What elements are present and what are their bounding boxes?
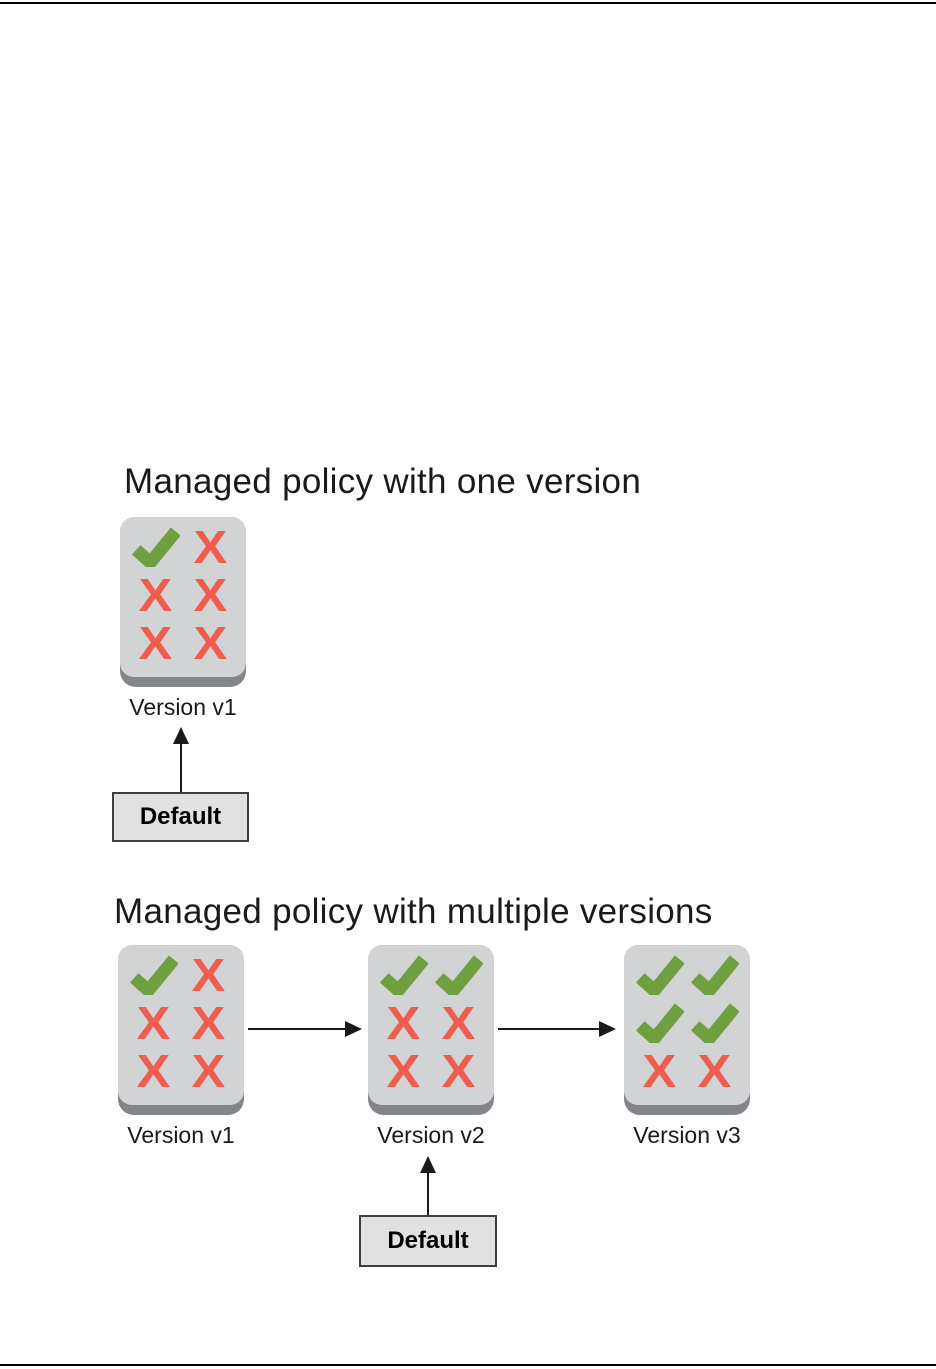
version-label-multi-v2: Version v2: [377, 1122, 485, 1148]
x-icon: X: [441, 997, 476, 1049]
check-icon: [690, 955, 739, 995]
version-label-single-v1: Version v1: [129, 694, 237, 720]
x-icon: X: [386, 1045, 421, 1097]
page-top-rule: [0, 2, 936, 4]
section-title-one-version: Managed policy with one version: [124, 462, 642, 501]
default-label: Default: [387, 1227, 469, 1254]
section-title-multiple-versions: Managed policy with multiple versions: [114, 892, 713, 931]
x-icon: X: [193, 521, 228, 573]
arrow-right-icon: [345, 1021, 362, 1037]
version-label-multi-v1: Version v1: [127, 1122, 235, 1148]
x-icon: X: [441, 1045, 476, 1097]
default-label: Default: [139, 803, 222, 830]
arrow-right-icon: [599, 1021, 616, 1037]
x-icon: X: [136, 1045, 171, 1097]
check-icon: [635, 1003, 684, 1043]
page-bottom-rule: [0, 1364, 936, 1366]
x-icon: X: [386, 997, 421, 1049]
arrow-line-v1-to-v2: [248, 1028, 347, 1030]
check-icon: [690, 1003, 739, 1043]
x-icon: X: [191, 1045, 226, 1097]
arrow-line-default-to-v1: [180, 743, 182, 792]
default-badge-single: Default: [112, 792, 249, 842]
arrow-line-default-to-v2: [427, 1172, 429, 1215]
x-icon: X: [697, 1045, 732, 1097]
version-label-multi-v3: Version v3: [633, 1122, 741, 1148]
check-icon: [635, 955, 684, 995]
x-icon: X: [191, 949, 226, 1001]
check-icon: [131, 527, 180, 567]
check-icon: [129, 955, 178, 995]
arrow-up-icon: [173, 727, 189, 744]
check-icon: [434, 955, 483, 995]
check-icon: [379, 955, 428, 995]
x-icon: X: [138, 569, 173, 621]
x-icon: X: [642, 1045, 677, 1097]
x-icon: X: [138, 617, 173, 669]
x-icon: X: [193, 617, 228, 669]
x-icon: X: [193, 569, 228, 621]
arrow-line-v2-to-v3: [498, 1028, 601, 1030]
default-badge-multi: Default: [359, 1215, 497, 1267]
arrow-up-icon: [420, 1156, 436, 1173]
x-icon: X: [136, 997, 171, 1049]
x-icon: X: [191, 997, 226, 1049]
